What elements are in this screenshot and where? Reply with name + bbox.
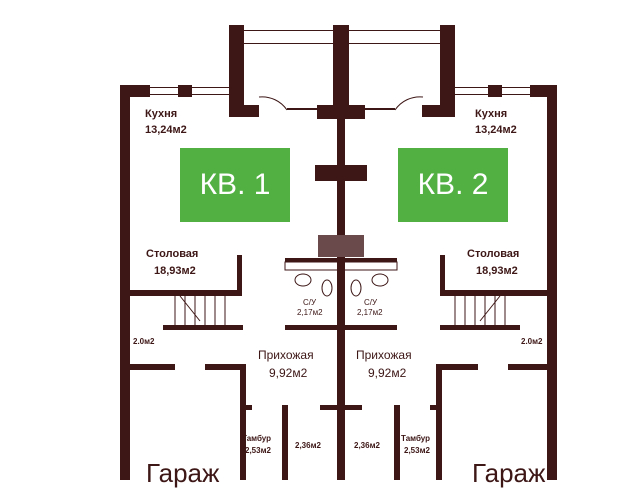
wall	[130, 364, 175, 370]
wall	[440, 255, 445, 295]
closet-1-area: 2,36м2	[295, 441, 321, 450]
wall	[508, 364, 548, 370]
wall	[130, 290, 242, 296]
wall	[240, 405, 252, 410]
dining-2-name: Столовая	[467, 248, 520, 260]
wall	[163, 325, 243, 330]
balcony-rail-2	[349, 30, 440, 44]
door-line	[365, 108, 395, 110]
stairs-1-area: 2.0м2	[133, 337, 155, 346]
balcony-wall-left	[229, 25, 244, 117]
vestibule-2-area: 2,53м2	[404, 446, 430, 455]
vestibule-1-name: Тамбур	[242, 434, 272, 443]
wall	[229, 105, 259, 117]
bathroom-1-name: С/У	[303, 298, 317, 307]
wall	[320, 405, 362, 410]
dining-1-name: Столовая	[146, 248, 199, 260]
vestibule-1-area: 2,53м2	[245, 446, 271, 455]
wall	[438, 364, 478, 370]
kitchen-2-name: Кухня	[475, 108, 508, 120]
hall-2-name: Прихожая	[356, 348, 412, 362]
wall	[285, 325, 397, 330]
closet-2-area: 2,36м2	[354, 441, 380, 450]
door-arc-icon	[258, 96, 288, 111]
wall	[440, 290, 548, 296]
kitchen-2-area: 13,24м2	[475, 124, 517, 136]
wall	[422, 105, 452, 117]
wall	[317, 105, 365, 119]
wall	[237, 255, 242, 295]
wall	[440, 325, 520, 330]
apartment-1-label: КВ. 1	[180, 148, 290, 222]
bathroom-1-area: 2,17м2	[297, 308, 323, 317]
wall	[394, 405, 400, 480]
center-wall	[333, 25, 349, 115]
stairs-right-icon	[454, 295, 506, 325]
dining-1-area: 18,93м2	[154, 265, 196, 277]
garage-2-label: Гараж	[472, 458, 546, 488]
stairs-left-icon	[174, 295, 226, 325]
wall	[205, 364, 245, 370]
hall-1-area: 9,92м2	[269, 366, 308, 380]
wall	[530, 85, 557, 97]
wall	[282, 405, 288, 480]
kitchen-1-area: 13,24м2	[145, 124, 187, 136]
wall	[488, 85, 502, 97]
apartment-2-label: КВ. 2	[398, 148, 508, 222]
door-line	[287, 108, 317, 110]
balcony-wall-right	[440, 25, 455, 117]
hall-1-name: Прихожая	[258, 348, 314, 362]
outer-wall-left	[120, 85, 130, 480]
bathroom-2-name: С/У	[364, 298, 378, 307]
wall	[120, 85, 150, 97]
door-arc-icon	[394, 96, 424, 111]
balcony-rail-1	[244, 30, 333, 44]
kitchen-1-name: Кухня	[145, 108, 178, 120]
wall	[430, 405, 442, 410]
sink-icon	[294, 273, 312, 287]
wall	[315, 165, 367, 181]
wall	[436, 364, 442, 480]
wall	[178, 85, 192, 97]
vestibule-2-name: Тамбур	[401, 434, 431, 443]
wall	[285, 258, 397, 262]
dining-2-area: 18,93м2	[476, 265, 518, 277]
hall-2-area: 9,92м2	[368, 366, 407, 380]
outer-wall-right	[547, 85, 557, 480]
toilet-icon	[321, 279, 333, 297]
center-wall	[337, 105, 345, 480]
sink-icon	[371, 273, 389, 287]
bathroom-2-area: 2,17м2	[357, 308, 383, 317]
wall	[318, 235, 364, 257]
garage-1-label: Гараж	[146, 458, 220, 488]
toilet-icon	[350, 279, 362, 297]
stairs-2-area: 2.0м2	[521, 337, 543, 346]
wall	[240, 364, 246, 480]
